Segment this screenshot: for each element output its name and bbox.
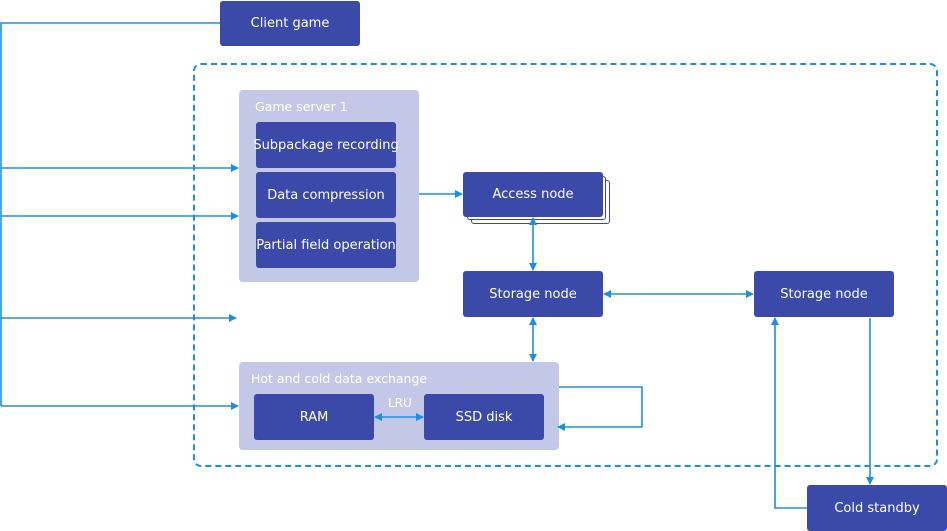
lru-label: LRU [388, 396, 412, 410]
data-compression-node: Data compression [256, 172, 396, 218]
client-trunk-line [0, 22, 220, 406]
client-game-node: Client game [220, 1, 360, 46]
subpackage-recording-node: Subpackage recording [253, 122, 399, 168]
access-node: Access node [463, 172, 603, 217]
storage-node-secondary: Storage node [754, 271, 894, 317]
hot-cold-exchange-title: Hot and cold data exchange [251, 371, 428, 386]
game-server-title: Game server 1 [255, 99, 348, 114]
ssd-disk-node: SSD disk [424, 394, 544, 440]
ram-node: RAM [254, 394, 374, 440]
storage-node-primary: Storage node [463, 271, 603, 317]
partial-field-operation-node: Partial field operation [256, 222, 396, 268]
cold-standby-node: Cold standby [807, 485, 947, 531]
